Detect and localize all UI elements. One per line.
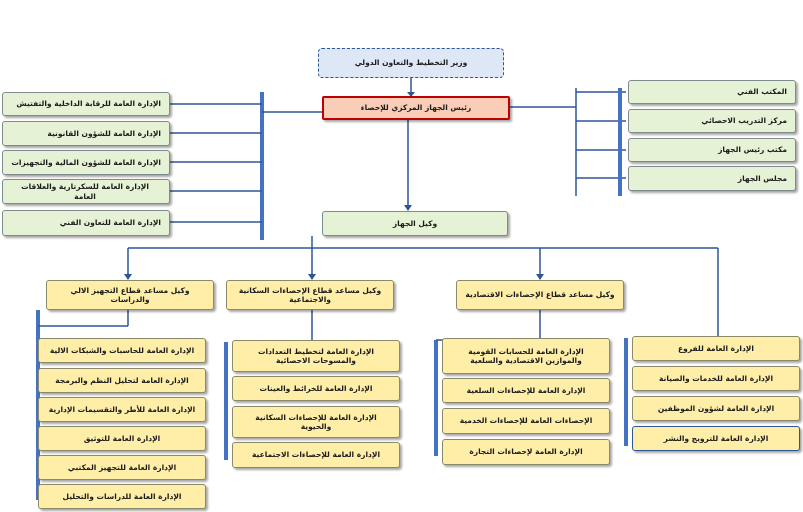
left-unit: الإدارة العامة للتعاون الفني — [2, 210, 170, 236]
population-department: الإدارة العامة للإحصاءات الاجتماعية — [232, 442, 400, 468]
right-unit-label: مكتب رئيس الجهاز — [718, 145, 787, 155]
population-department-label: الإدارة العامة للإحصاءات السكانية والحيو… — [255, 412, 377, 431]
it-department: الإدارة العامة للدراسات والتحليل — [38, 484, 206, 509]
population-department: الإدارة العامة لتخطيط التعدادات والمسوحا… — [232, 340, 400, 372]
population-department-label: الإدارة العامة للخرائط والعينات — [259, 383, 373, 393]
deputy-label: وكيل الجهاز — [392, 218, 438, 228]
it-department-label: الإدارة العامة للأطر والتقسيمات الإدارية — [48, 404, 196, 414]
economic-department-label: الإحصاءات العامة للإحصاءات الخدمية — [459, 416, 593, 426]
sector-economic-title: وكيل مساعد قطاع الإحصاءات الاقتصادية — [465, 290, 615, 300]
left-unit-label: الإدارة العامة للسكرتارية والعلاقات العا… — [21, 182, 149, 201]
it-department-label: الإدارة العامة للتوثيق — [83, 433, 161, 443]
deputy-department: الإدارة العامة للترويج والنشر — [632, 426, 800, 451]
sector-it-head: وكيل مساعد قطاع التجهيز الالي والدراسات — [46, 280, 214, 310]
right-unit: مكتب رئيس الجهاز — [628, 138, 796, 162]
it-department: الإدارة العامة لتحليل النظم والبرمجة — [38, 368, 206, 393]
left-unit-label: الإدارة العامة للرقابة الداخلية والتفتيش — [16, 99, 161, 109]
right-unit-label: مجلس الجهاز — [737, 173, 787, 183]
it-department: الإدارة العامة للتجهيز المكتبي — [38, 455, 206, 480]
economic-department: الإحصاءات العامة للإحصاءات الخدمية — [442, 408, 610, 434]
sector-it-title: وكيل مساعد قطاع التجهيز الالي والدراسات — [70, 285, 190, 304]
it-department: الإدارة العامة للتوثيق — [38, 426, 206, 451]
it-department-label: الإدارة العامة للحاسبات والشبكات الالية — [49, 345, 195, 355]
population-department-label: الإدارة العامة للإحصاءات الاجتماعية — [251, 450, 381, 460]
sector-economic-head: وكيل مساعد قطاع الإحصاءات الاقتصادية — [456, 280, 624, 310]
right-unit: مركز التدريب الاحصائي — [628, 109, 796, 133]
president-label: رئيس الجهاز المركزي للإحصاء — [360, 103, 472, 113]
deputy-department-label: الإدارة العامة للفروع — [678, 343, 754, 353]
economic-department: الإدارة العامة للإحصاءات السلعية — [442, 378, 610, 403]
it-department-label: الإدارة العامة للدراسات والتحليل — [62, 491, 182, 501]
left-unit: الإدارة العامة للشؤون المالية والتجهيزات — [2, 150, 170, 175]
it-department: الإدارة العامة للأطر والتقسيمات الإدارية — [38, 397, 206, 422]
economic-department-label: الإدارة العامة للإحصاءات السلعية — [466, 385, 586, 395]
deputy-department-label: الإدارة العامة للترويج والنشر — [663, 433, 769, 443]
population-department: الإدارة العامة للخرائط والعينات — [232, 376, 400, 401]
left-unit-label: الإدارة العامة للتعاون الفني — [59, 218, 161, 228]
deputy-department: الإدارة العامة لشؤون الموظفين — [632, 396, 800, 421]
economic-department-label: الإدارة العامة لإحصاءات التجارة — [469, 447, 583, 457]
right-unit: مجلس الجهاز — [628, 166, 796, 191]
minister-box: وزير التخطيط والتعاون الدولي — [318, 48, 504, 78]
right-unit: المكتب الفني — [628, 80, 796, 104]
deputy-department: الإدارة العامة للخدمات والصيانة — [632, 366, 800, 391]
minister-label: وزير التخطيط والتعاون الدولي — [354, 58, 468, 68]
right-unit-label: المكتب الفني — [737, 87, 787, 97]
economic-department: الإدارة العامة لإحصاءات التجارة — [442, 439, 610, 465]
left-unit: الإدارة العامة للسكرتارية والعلاقات العا… — [2, 179, 170, 204]
it-department-label: الإدارة العامة للتجهيز المكتبي — [67, 462, 177, 472]
economic-department: الإدارة العامة للحسابات القومية والموازي… — [442, 338, 610, 374]
deputy-department-label: الإدارة العامة لشؤون الموظفين — [657, 403, 775, 413]
sector-population-title: وكيل مساعد قطاع الإحصاءات السكانية والاج… — [238, 285, 382, 304]
deputy-department-label: الإدارة العامة للخدمات والصيانة — [658, 373, 774, 383]
population-department-label: الإدارة العامة لتخطيط التعدادات والمسوحا… — [257, 346, 374, 365]
it-department: الإدارة العامة للحاسبات والشبكات الالية — [38, 338, 206, 363]
president-box: رئيس الجهاز المركزي للإحصاء — [322, 96, 510, 120]
economic-department-label: الإدارة العامة للحسابات القومية والموازي… — [468, 346, 584, 365]
left-unit-label: الإدارة العامة للشؤون المالية والتجهيزات — [11, 157, 161, 167]
population-department: الإدارة العامة للإحصاءات السكانية والحيو… — [232, 406, 400, 438]
deputy-department: الإدارة العامة للفروع — [632, 336, 800, 361]
it-department-label: الإدارة العامة لتحليل النظم والبرمجة — [55, 375, 189, 385]
left-unit-label: الإدارة العامة للشؤون القانونية — [47, 128, 161, 138]
right-unit-label: مركز التدريب الاحصائي — [701, 116, 787, 126]
left-unit: الإدارة العامة للرقابة الداخلية والتفتيش — [2, 92, 170, 116]
deputy-box: وكيل الجهاز — [322, 211, 508, 236]
left-unit: الإدارة العامة للشؤون القانونية — [2, 121, 170, 146]
sector-population-head: وكيل مساعد قطاع الإحصاءات السكانية والاج… — [226, 280, 394, 310]
